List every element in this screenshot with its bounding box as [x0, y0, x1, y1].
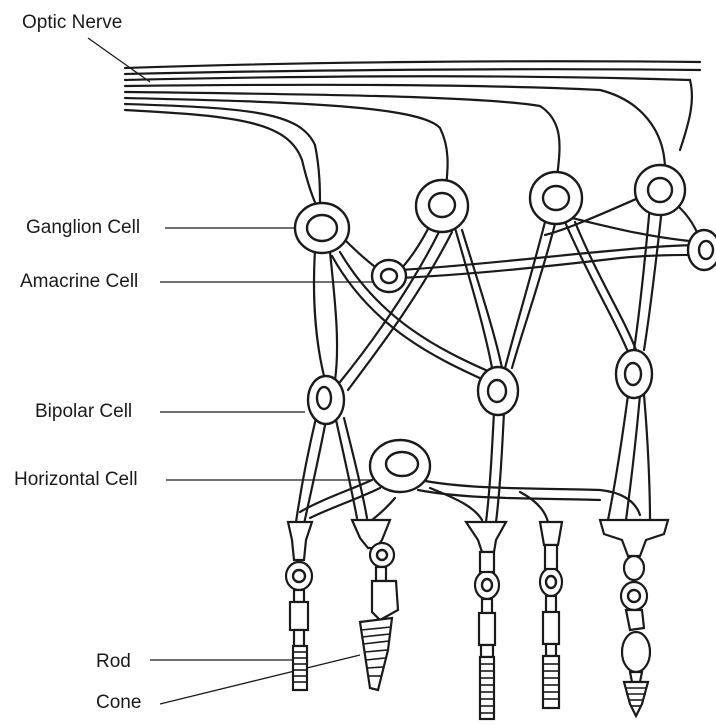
labels: Optic Nerve Ganglion Cell Amacrine Cell …: [14, 12, 141, 713]
bipolar-cell-1: [308, 376, 344, 424]
label-rod: Rod: [96, 651, 131, 672]
cone-2: [600, 520, 668, 716]
bipolar-cell-3: [616, 350, 652, 398]
label-amacrine-cell: Amacrine Cell: [20, 271, 138, 292]
label-bipolar-cell: Bipolar Cell: [35, 401, 132, 422]
leader-optic-nerve: [88, 38, 150, 82]
ganglion-cell-3: [530, 172, 582, 224]
optic-nerve-axons: [125, 61, 700, 205]
rod-1: [286, 522, 312, 690]
bipolar-cell-2: [478, 367, 518, 415]
label-optic-nerve: Optic Nerve: [22, 12, 122, 33]
ganglion-cell-4: [635, 165, 685, 215]
leader-cone: [160, 655, 360, 704]
rod-2: [466, 522, 506, 719]
label-cone: Cone: [96, 692, 141, 713]
ganglion-cells: [295, 165, 716, 270]
cone-1: [352, 520, 398, 690]
label-ganglion-cell: Ganglion Cell: [26, 217, 140, 238]
ganglion-cell-1: [295, 203, 349, 253]
horizontal-cell: [370, 440, 430, 492]
bipolar-cells: [308, 350, 652, 424]
amacrine-cell: [372, 260, 406, 292]
photoreceptors: [286, 520, 668, 719]
label-horizontal-cell: Horizontal Cell: [14, 469, 138, 490]
rod-3: [540, 522, 562, 708]
ganglion-cell-5: [688, 230, 716, 270]
leader-lines: [88, 38, 378, 704]
ganglion-cell-2: [416, 180, 468, 232]
